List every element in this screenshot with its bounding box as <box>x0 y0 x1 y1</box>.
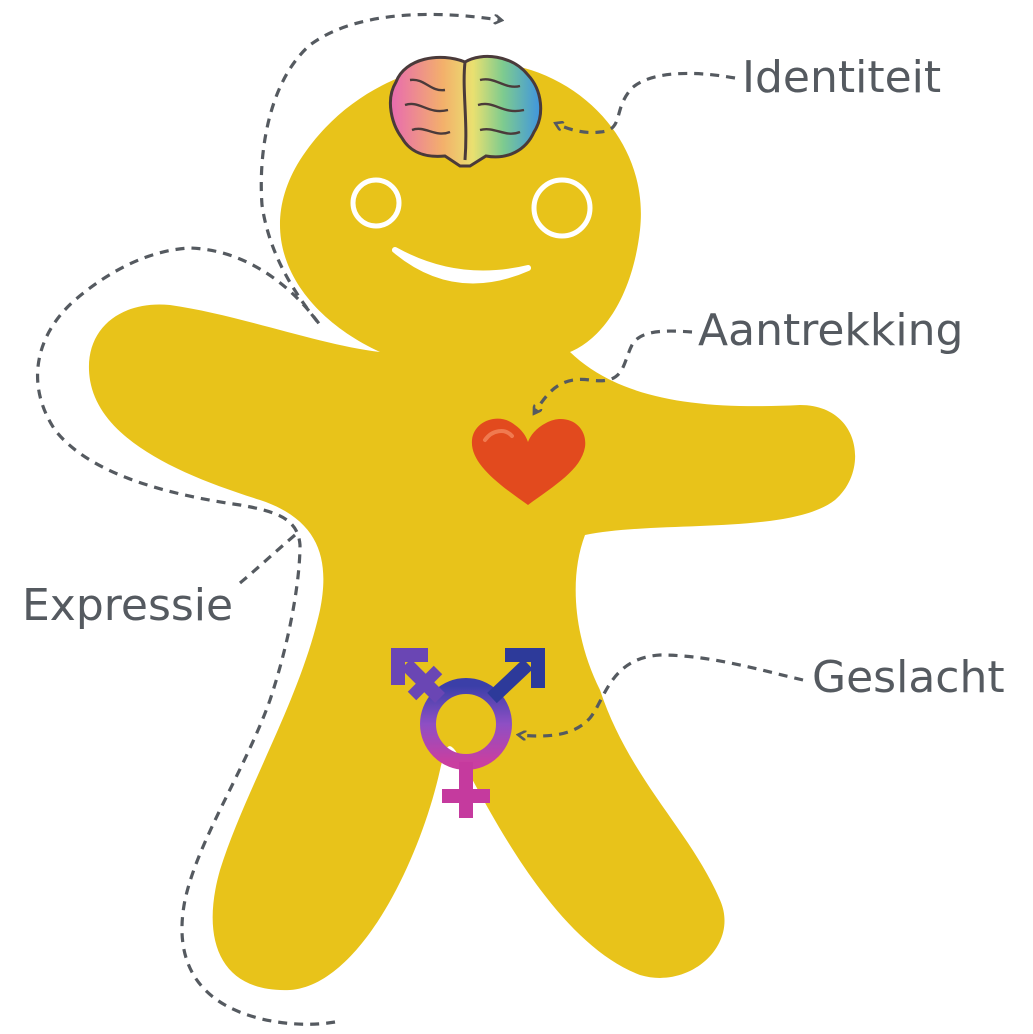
brain-icon <box>390 56 540 166</box>
label-expressie: Expressie <box>22 584 233 628</box>
label-aantrekking: Aantrekking <box>698 309 963 353</box>
figure-body <box>89 62 855 990</box>
label-identiteit: Identiteit <box>742 56 941 100</box>
arrow-expressie-connector <box>240 535 295 583</box>
label-geslacht: Geslacht <box>812 656 1005 700</box>
